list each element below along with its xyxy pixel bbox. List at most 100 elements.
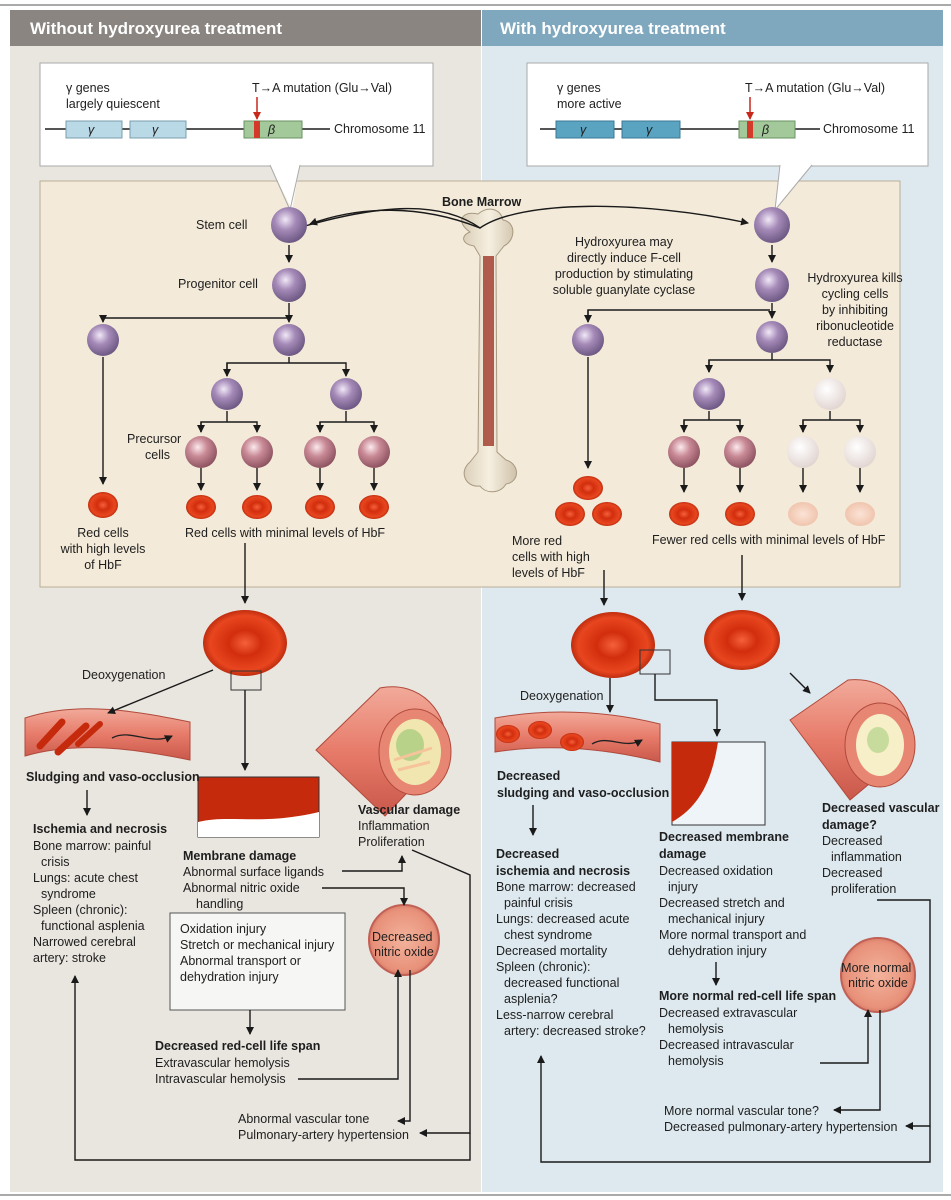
progenitor-cell-label: Progenitor cell xyxy=(178,277,258,291)
stem-cell xyxy=(271,207,307,243)
progenitor-cell xyxy=(572,324,604,356)
vascular-damage-title: Vascular damage xyxy=(358,803,460,817)
ischemia-title: Ischemia and necrosis xyxy=(33,822,167,836)
nitric-oxide-circle xyxy=(840,937,916,1013)
membrane-damage-title: Decreased membrane damage xyxy=(659,830,792,861)
stem-cell xyxy=(754,207,790,243)
precursor-cell xyxy=(724,436,756,468)
vascular-damage-list: Decreased inflammation Decreased prolife… xyxy=(822,834,905,896)
killed-cell xyxy=(787,436,819,468)
ischemia-list: Bone marrow: decreased painful crisis Lu… xyxy=(496,880,646,1038)
right-marrow-arrows xyxy=(584,245,864,606)
right-lower-diagram xyxy=(494,610,916,1013)
right-lower-arrows xyxy=(529,672,931,1163)
injury-box xyxy=(169,912,346,1011)
red-cell xyxy=(555,502,585,526)
sickle-red-cell xyxy=(203,610,287,676)
progenitor-cell xyxy=(273,324,305,356)
sludging-label: Sludging and vaso-occlusion xyxy=(26,770,200,784)
lifespan-title: Decreased red-cell life span xyxy=(155,1039,320,1053)
bone-marrow-box xyxy=(39,180,901,588)
red-cell xyxy=(242,495,272,519)
left-marrow-cells xyxy=(87,207,390,519)
beta-symbol: β xyxy=(267,123,275,137)
chromosome-label: Chromosome 11 xyxy=(823,122,915,136)
deoxygenation-label: Deoxygenation xyxy=(520,689,603,703)
progenitor-cell xyxy=(755,268,789,302)
left-lower-diagram xyxy=(24,610,452,1011)
deoxygenation-label: Deoxygenation xyxy=(82,668,165,682)
red-cell xyxy=(573,476,603,500)
left-marrow-arrows xyxy=(99,205,749,604)
ischemia-title: Decreased ischemia and necrosis xyxy=(496,847,630,878)
membrane-damage-list: Abnormal surface ligands Abnormal nitric… xyxy=(183,865,328,911)
chromosome-label: Chromosome 11 xyxy=(334,122,426,136)
precursor-cell xyxy=(185,436,217,468)
lifespan-list: Extravascular hemolysis Intravascular he… xyxy=(155,1056,293,1086)
left-panel-header xyxy=(10,10,481,46)
fewer-red-cells-label: Fewer red cells with minimal levels of H… xyxy=(652,533,886,547)
right-marrow-cells xyxy=(555,207,876,526)
membrane-damage-title: Membrane damage xyxy=(183,849,296,863)
gamma-gene-1 xyxy=(65,120,123,139)
nitric-oxide-label: Decreased nitric oxide xyxy=(372,930,436,959)
pale-red-cell xyxy=(845,502,875,526)
precursor-cell xyxy=(358,436,390,468)
red-cells-minimal-hbf-label: Red cells with minimal levels of HbF xyxy=(185,526,385,540)
gamma-gene-2 xyxy=(129,120,187,139)
vascular-damage-list: Inflammation Proliferation xyxy=(358,819,433,849)
red-cell xyxy=(186,495,216,519)
red-cell xyxy=(592,502,622,526)
red-cell xyxy=(88,492,118,518)
healthier-vessel xyxy=(789,679,916,801)
mutation-label: T→A mutation (Glu→Val) xyxy=(252,81,392,95)
red-cell-high-hbf xyxy=(571,612,655,678)
killed-cell xyxy=(814,378,846,410)
progenitor-cell xyxy=(693,378,725,410)
vascular-damage-title: Decreased vascular damage? xyxy=(822,801,943,832)
mutation-label: T→A mutation (Glu→Val) xyxy=(745,81,885,95)
vascular-tone-list: More normal vascular tone? Decreased pul… xyxy=(664,1104,897,1134)
damaged-vessel xyxy=(315,686,452,817)
precursor-cell xyxy=(241,436,273,468)
red-cell-minimal-hbf xyxy=(704,610,780,670)
progenitor-cell xyxy=(211,378,243,410)
gamma-symbol: γ xyxy=(88,123,95,137)
ischemia-list: Bone marrow: painful crisis Lungs: acute… xyxy=(33,839,155,965)
red-cell xyxy=(305,495,335,519)
left-panel-title: Without hydroxyurea treatment xyxy=(30,19,282,38)
precursor-cell xyxy=(668,436,700,468)
killed-cell xyxy=(844,436,876,468)
red-cell xyxy=(669,502,699,526)
lifespan-list: Decreased extravascular hemolysis Decrea… xyxy=(659,1006,801,1068)
bone-illustration xyxy=(461,208,517,493)
vascular-tone-list: Abnormal vascular tone Pulmonary-artery … xyxy=(238,1112,409,1142)
gamma-symbol: γ xyxy=(152,123,159,137)
red-cell xyxy=(359,495,389,519)
lifespan-title: More normal red-cell life span xyxy=(659,989,836,1003)
gamma-symbol: γ xyxy=(580,123,587,137)
progenitor-cell xyxy=(272,268,306,302)
pale-red-cell xyxy=(788,502,818,526)
stem-cell-label: Stem cell xyxy=(196,218,247,232)
progenitor-cell xyxy=(330,378,362,410)
progenitor-cell xyxy=(756,321,788,353)
right-panel-title: With hydroxyurea treatment xyxy=(500,19,726,38)
precursor-cell xyxy=(304,436,336,468)
right-panel-header xyxy=(482,10,943,46)
sludging-label: Decreased sludging and vaso-occlusion xyxy=(497,769,669,800)
beta-symbol: β xyxy=(761,123,769,137)
membrane-damage-list: Decreased oxidation injury Decreased str… xyxy=(659,864,810,958)
red-cell xyxy=(725,502,755,526)
nitric-oxide-label: More normal nitric oxide xyxy=(841,961,915,990)
progenitor-cell xyxy=(87,324,119,356)
